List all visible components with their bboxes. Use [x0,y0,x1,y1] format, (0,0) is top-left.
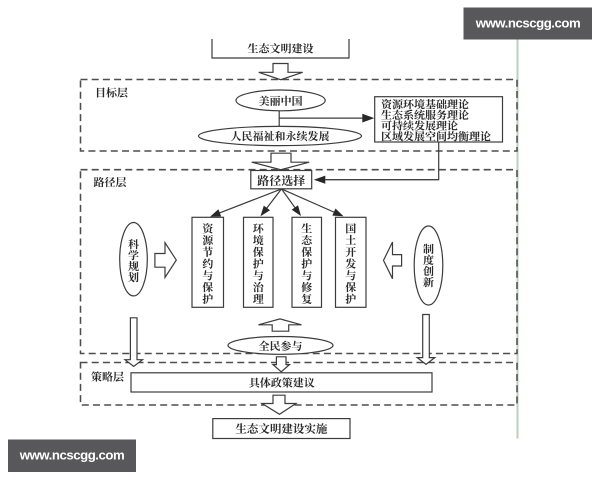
svg-text:www.ncscgg.com: www.ncscgg.com [19,447,125,462]
svg-text:www.ncscgg.com: www.ncscgg.com [475,16,581,31]
